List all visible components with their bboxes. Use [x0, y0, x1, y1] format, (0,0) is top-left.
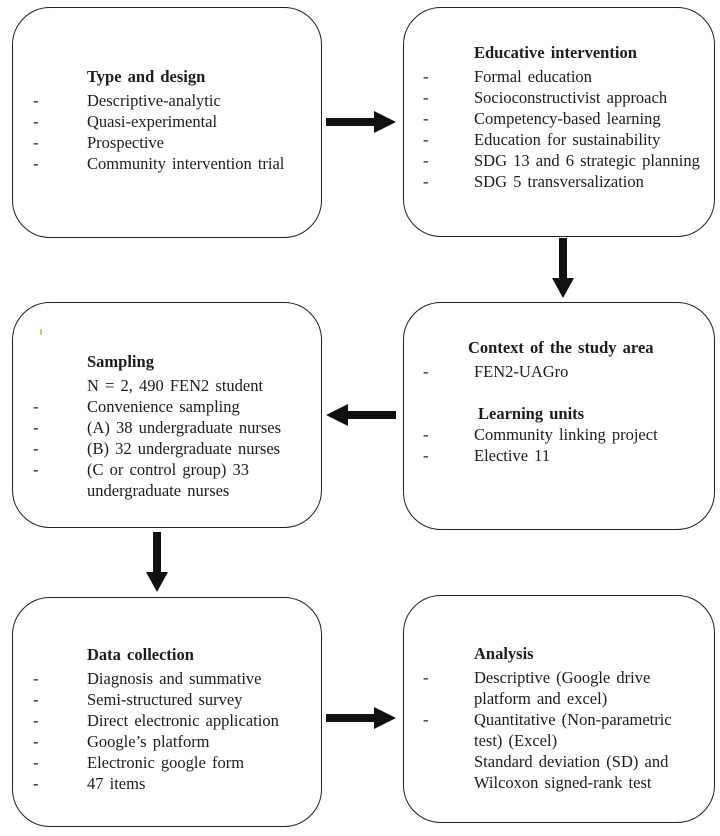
list-item: - Google’s platform: [33, 731, 321, 752]
list-item: - FEN2-UAGro: [423, 361, 714, 382]
box-title-sampling: Sampling: [87, 352, 154, 371]
dash-bullet: -: [423, 67, 429, 86]
list-item-text: Education for sustainability: [474, 130, 661, 149]
dash-bullet: -: [423, 88, 429, 107]
list-item-text: Elective 11: [474, 446, 551, 465]
arrow-down-icon: [146, 532, 168, 592]
list-item: - Formal education: [423, 66, 714, 87]
list-item: - Quasi-experimental: [33, 111, 321, 132]
list-item: - Socioconstructivist approach: [423, 87, 714, 108]
list-item-text: Community intervention trial: [87, 154, 285, 173]
list-item: - Diagnosis and summative: [33, 668, 321, 689]
list-item-text: Google’s platform: [87, 732, 210, 751]
list-item-text: (C or control group) 33 undergraduate nu…: [87, 460, 249, 500]
list-item-text: Standard deviation (SD) and Wilcoxon sig…: [474, 752, 669, 792]
list-item: - 47 items: [33, 773, 321, 794]
list-item-text: Diagnosis and summative: [87, 669, 262, 688]
dash-bullet: -: [33, 774, 39, 793]
dash-bullet: -: [33, 711, 39, 730]
dash-bullet: -: [423, 425, 429, 444]
list-item: - Descriptive-analytic: [33, 90, 321, 111]
dash-bullet: -: [423, 668, 429, 687]
dash-bullet: -: [33, 133, 39, 152]
box-analysis: Analysis - Descriptive (Google drive pla…: [403, 595, 715, 823]
list-item: - Semi-structured survey: [33, 689, 321, 710]
dash-bullet: -: [33, 418, 39, 437]
dash-bullet: -: [33, 397, 39, 416]
box-subtitle-learning-units: Learning units: [478, 404, 585, 423]
list-item: - Elective 11: [423, 445, 714, 466]
dash-bullet: -: [423, 172, 429, 191]
dash-bullet: -: [33, 154, 39, 173]
list-item-text: Socioconstructivist approach: [474, 88, 668, 107]
dash-bullet: -: [33, 690, 39, 709]
dash-bullet: -: [423, 109, 429, 128]
list-item-text: N = 2, 490 FEN2 student: [87, 376, 264, 395]
list-item: - Community linking project: [423, 424, 714, 445]
list-item: - Prospective: [33, 132, 321, 153]
list-item: - Convenience sampling: [33, 396, 321, 417]
blank-line-spacer: [423, 382, 714, 403]
dash-bullet: -: [33, 112, 39, 131]
dash-bullet: -: [33, 753, 39, 772]
dash-bullet: -: [33, 439, 39, 458]
list-item: - (B) 32 undergraduate nurses: [33, 438, 321, 459]
list-item: N = 2, 490 FEN2 student: [33, 375, 321, 396]
box-title-data-collection: Data collection: [87, 645, 194, 664]
list-item-text: Semi-structured survey: [87, 690, 243, 709]
list-item-text: SDG 13 and 6 strategic planning: [474, 151, 700, 170]
dash-bullet: -: [423, 710, 429, 729]
list-item-text: FEN2-UAGro: [474, 362, 569, 381]
box-context-of-the-study-area: Context of the study area - FEN2-UAGro L…: [403, 302, 715, 530]
list-item: - Electronic google form: [33, 752, 321, 773]
list-item-text: Quantitative (Non-parametric test) (Exce…: [474, 710, 672, 750]
list-item-text: Direct electronic application: [87, 711, 279, 730]
dash-bullet: -: [33, 669, 39, 688]
list-item: - (C or control group) 33 undergraduate …: [33, 459, 321, 501]
list-item-text: Competency-based learning: [474, 109, 661, 128]
dash-bullet: -: [423, 130, 429, 149]
list-item-text: (B) 32 undergraduate nurses: [87, 439, 281, 458]
list-item-text: Prospective: [87, 133, 164, 152]
list-item: - Direct electronic application: [33, 710, 321, 731]
list-item: - SDG 5 transversalization: [423, 171, 714, 192]
list-item: - Descriptive (Google drive platform and…: [423, 667, 714, 709]
box-title-type-and-design: Type and design: [87, 67, 206, 86]
list-item-text: Formal education: [474, 67, 592, 86]
dash-bullet: -: [33, 732, 39, 751]
arrow-right-icon: [326, 111, 396, 133]
list-item: Standard deviation (SD) and Wilcoxon sig…: [423, 751, 714, 793]
list-item: - SDG 13 and 6 strategic planning: [423, 150, 714, 171]
arrow-right-icon: [326, 707, 396, 729]
dash-bullet: -: [423, 446, 429, 465]
list-item-text: (A) 38 undergraduate nurses: [87, 418, 282, 437]
list-item: - Community intervention trial: [33, 153, 321, 174]
dash-bullet: -: [33, 460, 39, 479]
dash-bullet: -: [33, 91, 39, 110]
list-item-text: Community linking project: [474, 425, 658, 444]
box-educative-intervention: Educative intervention - Formal educatio…: [403, 7, 715, 237]
list-item-text: Descriptive-analytic: [87, 91, 221, 110]
box-title-context-of-the-study-area: Context of the study area: [468, 338, 654, 357]
box-title-analysis: Analysis: [474, 644, 534, 663]
box-sampling: Sampling N = 2, 490 FEN2 student - Conve…: [12, 302, 322, 528]
box-title-educative-intervention: Educative intervention: [474, 43, 637, 62]
list-item: - (A) 38 undergraduate nurses: [33, 417, 321, 438]
list-item-text: Quasi-experimental: [87, 112, 218, 131]
list-item-text: 47 items: [87, 774, 146, 793]
box-type-and-design: Type and design - Descriptive-analytic -…: [12, 7, 322, 238]
list-item: - Education for sustainability: [423, 129, 714, 150]
list-item-text: Electronic google form: [87, 753, 245, 772]
list-item: - Competency-based learning: [423, 108, 714, 129]
stray-highlight-mark: [40, 329, 42, 335]
list-item-text: SDG 5 transversalization: [474, 172, 644, 191]
arrow-left-icon: [326, 404, 396, 426]
list-item-text: Convenience sampling: [87, 397, 240, 416]
box-data-collection: Data collection - Diagnosis and summativ…: [12, 597, 322, 827]
dash-bullet: -: [423, 151, 429, 170]
list-item: - Quantitative (Non-parametric test) (Ex…: [423, 709, 714, 751]
list-item-text: Descriptive (Google drive platform and e…: [474, 668, 651, 708]
dash-bullet: -: [423, 362, 429, 381]
arrow-down-icon: [552, 238, 574, 298]
